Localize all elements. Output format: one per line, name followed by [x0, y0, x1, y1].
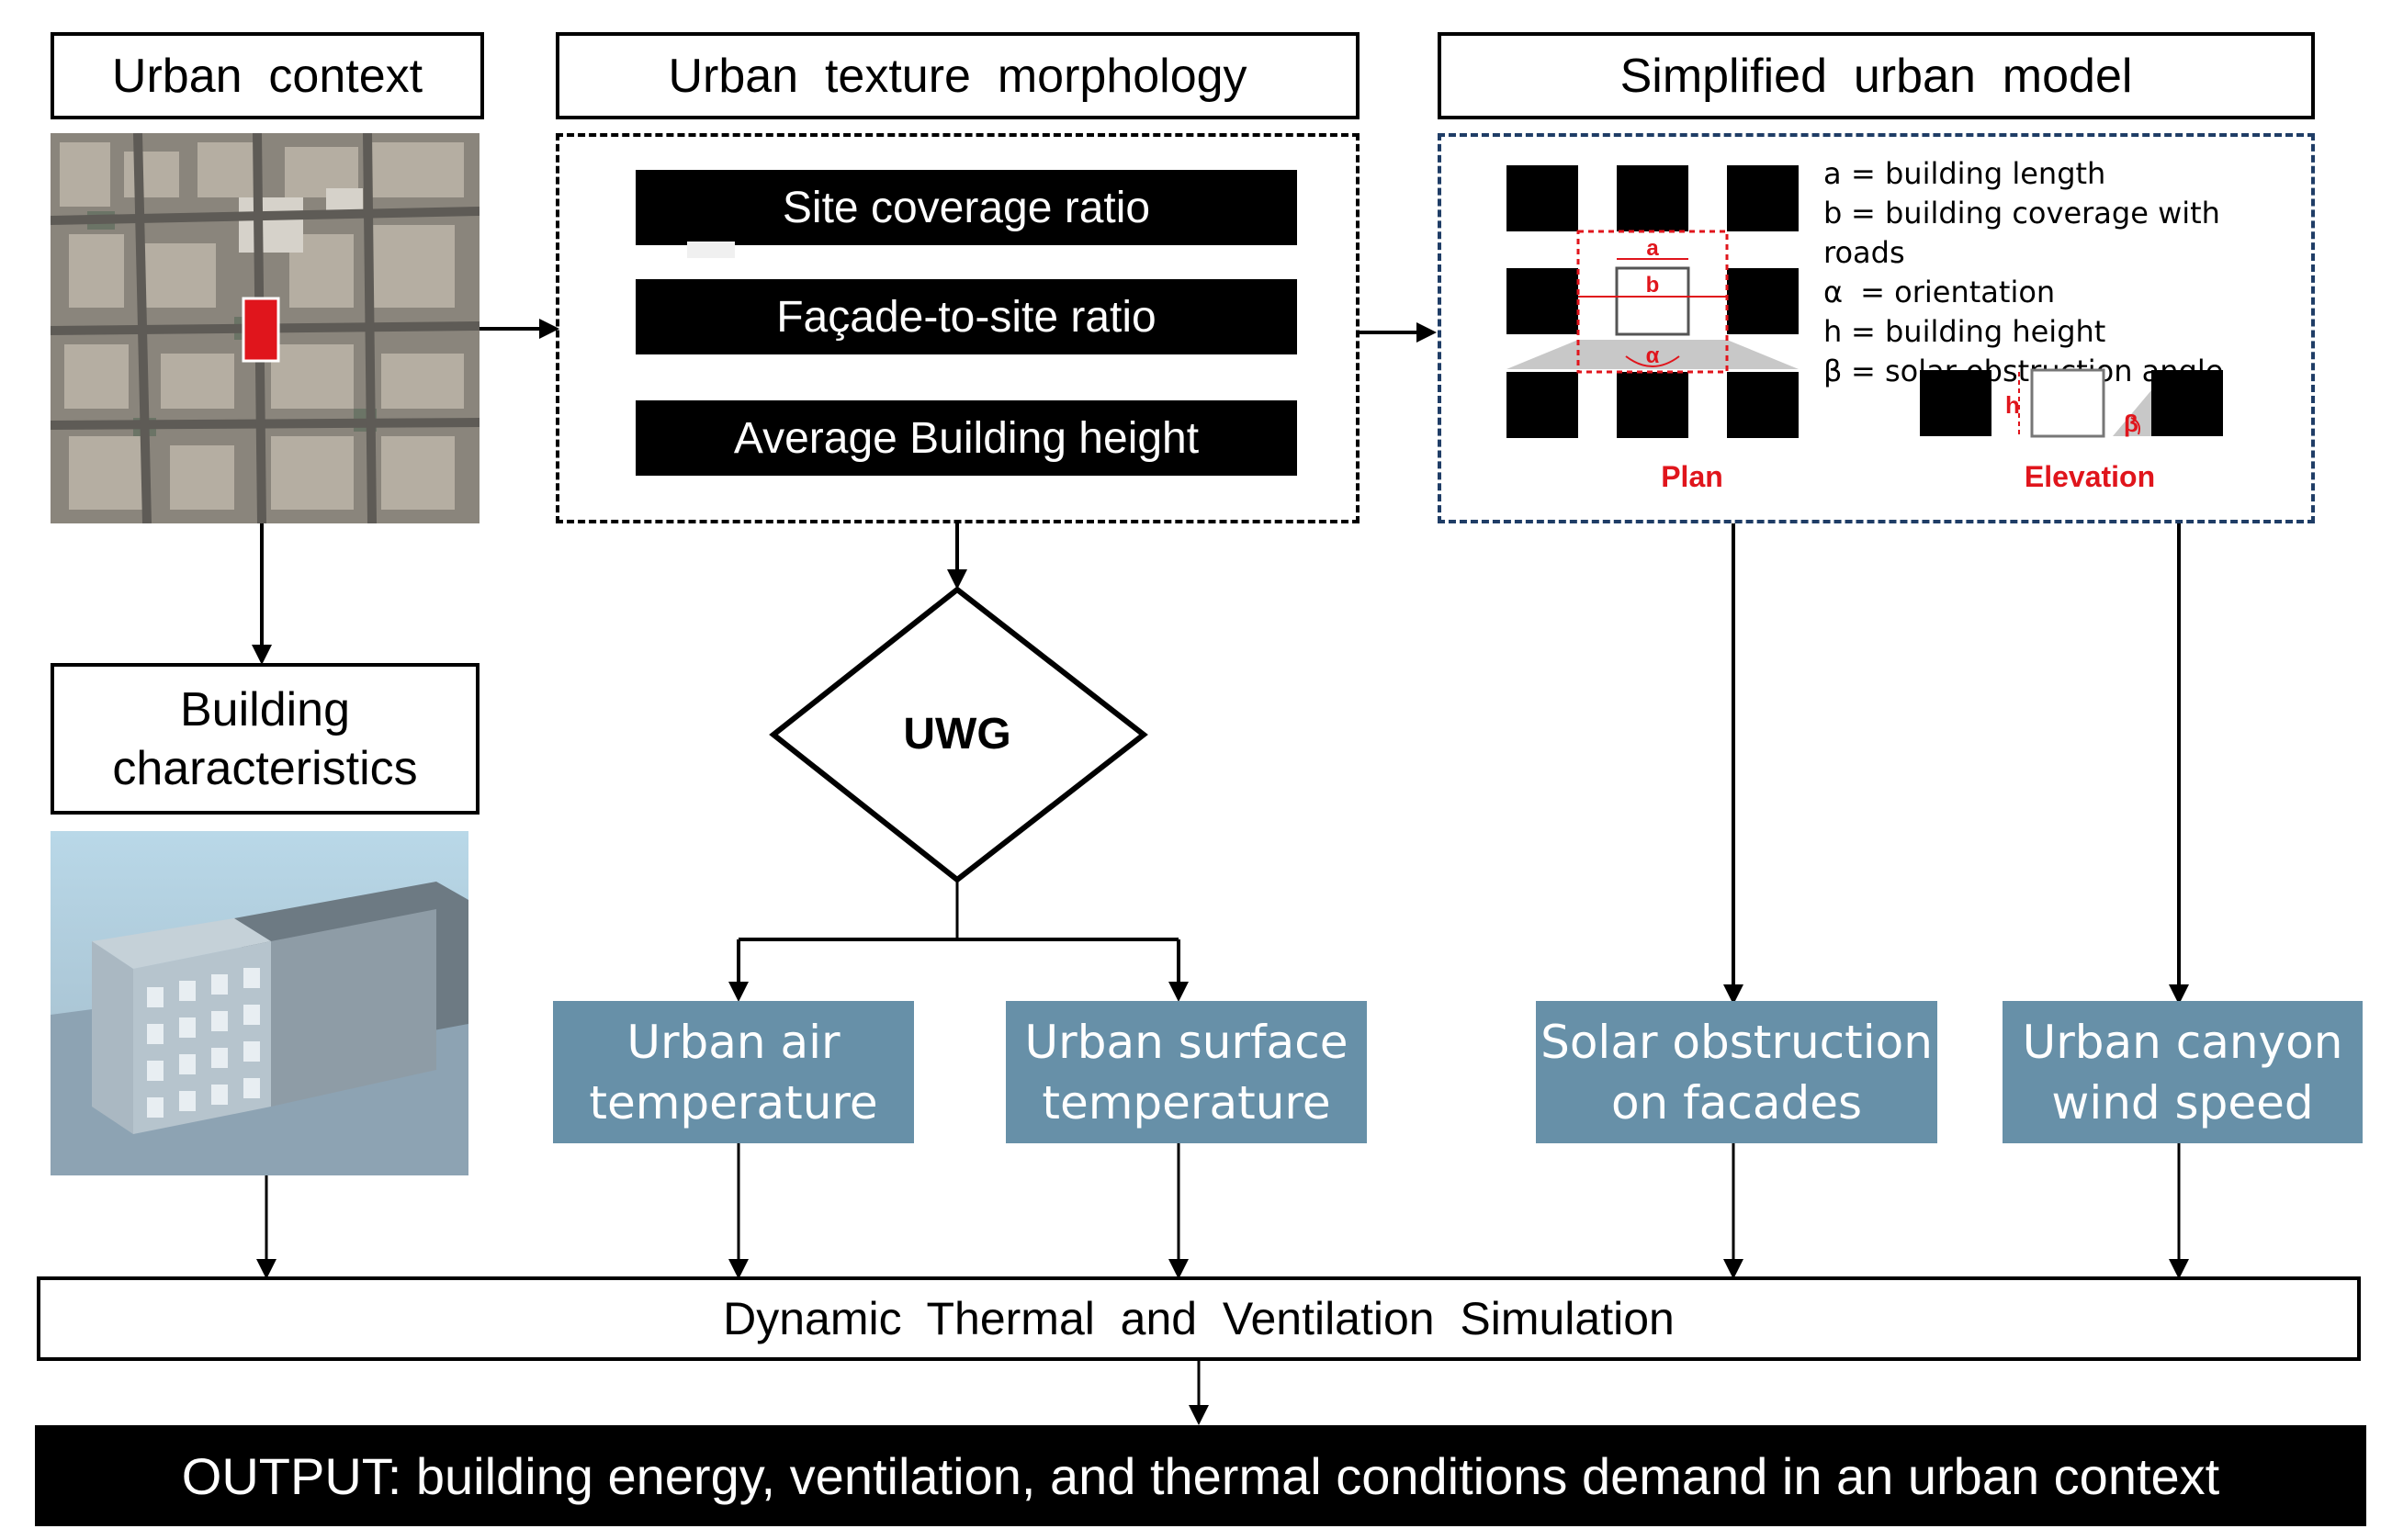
metric-facade-to-site: Façade-to-site ratio — [636, 279, 1297, 354]
metric-facade-to-site-label: Façade-to-site ratio — [776, 292, 1157, 342]
plan-label-a: a — [1646, 236, 1659, 261]
output-urban-surface-temperature: Urban surface temperature — [1006, 1001, 1367, 1143]
metric-site-coverage: Site coverage ratio — [636, 170, 1297, 245]
site-coverage-shadow-mark — [687, 242, 735, 258]
building-characteristics-box: Building characteristics — [51, 663, 480, 815]
header-simplified-model-label: Simplified urban model — [1619, 49, 2133, 103]
output-solar-obstruction: Solar obstruction on facades — [1536, 1001, 1937, 1143]
header-simplified-model: Simplified urban model — [1438, 32, 2315, 119]
header-texture-morphology-label: Urban texture morphology — [668, 49, 1247, 103]
building-characteristics-line2: characteristics — [112, 741, 418, 795]
plan-diagram: a b α Plan — [1506, 165, 1799, 493]
final-output-bar: OUTPUT: building energy, ventilation, an… — [35, 1425, 2366, 1526]
legend-row: h= building height — [1823, 314, 2106, 349]
plan-title: Plan — [1661, 460, 1723, 493]
header-urban-context-label: Urban context — [111, 49, 423, 103]
building-3d-model-image — [51, 831, 468, 1175]
legend-row: b= building coverage with roads — [1823, 196, 2220, 270]
texture-morphology-panel — [556, 133, 1360, 523]
simplified-model-panel — [1438, 133, 2315, 523]
study-area-marker — [242, 297, 280, 363]
elevation-title: Elevation — [2025, 460, 2155, 493]
metric-site-coverage-label: Site coverage ratio — [782, 183, 1151, 232]
urban-context-map — [51, 133, 480, 523]
uwg-label: UWG — [903, 710, 1011, 759]
dynamic-simulation-box: Dynamic Thermal and Ventilation Simulati… — [37, 1276, 2361, 1361]
plan-label-b: b — [1646, 273, 1660, 298]
dynamic-simulation-label: Dynamic Thermal and Ventilation Simulati… — [723, 1293, 1675, 1344]
legend-row: α = orientation — [1823, 275, 2056, 309]
legend-row: a= building length — [1823, 156, 2106, 191]
building-characteristics-line1: Building — [179, 682, 351, 736]
model-legend: a= building length b= building coverage … — [1823, 154, 2301, 391]
output-urban-air-temperature: Urban air temperature — [553, 1001, 914, 1143]
header-texture-morphology: Urban texture morphology — [556, 32, 1360, 119]
final-output-label: OUTPUT: building energy, ventilation, an… — [181, 1446, 2220, 1505]
plan-label-alpha: α — [1646, 343, 1660, 368]
elevation-label-h: h — [2005, 391, 2020, 419]
metric-average-height-label: Average Building height — [733, 413, 1200, 463]
elevation-diagram: h β Elevation — [1920, 368, 2223, 493]
metric-average-height: Average Building height — [636, 400, 1297, 476]
output-urban-canyon-wind-speed: Urban canyon wind speed — [2003, 1001, 2363, 1143]
header-urban-context: Urban context — [51, 32, 484, 119]
elevation-label-beta: β — [2124, 410, 2138, 437]
uwg-diamond — [769, 586, 1148, 883]
